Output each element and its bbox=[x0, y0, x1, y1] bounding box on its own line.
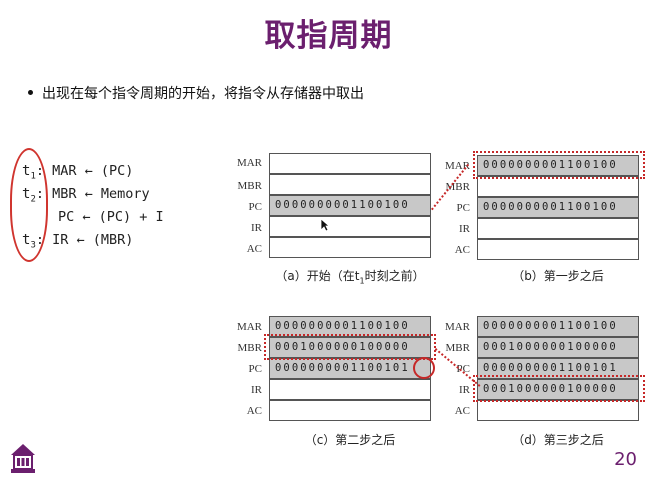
register-mar bbox=[269, 153, 431, 174]
register-mar: 0000000001100100 bbox=[477, 155, 639, 176]
label-mar: MAR bbox=[444, 321, 470, 333]
caption-d: （d）第三步之后 bbox=[512, 433, 604, 447]
label-mar: MAR bbox=[236, 157, 262, 169]
register-ac bbox=[269, 237, 431, 258]
university-logo-icon bbox=[11, 444, 35, 473]
register-mbr: 0001000000100000 bbox=[269, 337, 431, 358]
register-pc: 0000000001100101 bbox=[477, 358, 639, 379]
register-mbr bbox=[477, 176, 639, 197]
register-mbr bbox=[269, 174, 431, 195]
register-ac bbox=[269, 400, 431, 421]
label-ac: AC bbox=[454, 244, 470, 256]
register-ir bbox=[269, 216, 431, 237]
register-pc: 0000000001100100 bbox=[477, 197, 639, 218]
register-mar: 0000000001100100 bbox=[269, 316, 431, 337]
label-ac: AC bbox=[246, 405, 262, 417]
register-pc: 0000000001100100 bbox=[269, 195, 431, 216]
label-mbr: MBR bbox=[445, 181, 470, 193]
page-number: 20 bbox=[614, 449, 637, 470]
highlight-box-ir bbox=[473, 375, 645, 402]
code-line-1: t1: MAR ← (PC) bbox=[22, 163, 134, 182]
label-ir: IR bbox=[251, 222, 262, 234]
register-ir bbox=[477, 218, 639, 239]
label-mbr: MBR bbox=[445, 342, 470, 354]
bullet-dot-icon bbox=[28, 89, 33, 95]
register-ir bbox=[269, 379, 431, 400]
slide-title: 取指周期 bbox=[264, 18, 393, 54]
register-mar: 0000000001100100 bbox=[477, 316, 639, 337]
register-ac bbox=[477, 400, 639, 421]
label-pc: PC bbox=[456, 202, 470, 214]
label-ir: IR bbox=[251, 384, 262, 396]
register-pc: 0000000001100101 bbox=[269, 358, 431, 379]
code-line-3: PC ← (PC) + I bbox=[58, 209, 164, 225]
label-mar: MAR bbox=[236, 321, 262, 333]
bullet-point: 出现在每个指令周期的开始，将指令从存储器中取出 bbox=[28, 83, 364, 103]
mouse-cursor-icon bbox=[320, 218, 330, 232]
register-ir: 0001000000100000 bbox=[477, 379, 639, 400]
bullet-text: 出现在每个指令周期的开始，将指令从存储器中取出 bbox=[42, 86, 364, 102]
highlight-circle-pc bbox=[413, 357, 435, 379]
label-pc: PC bbox=[456, 363, 470, 375]
label-mbr: MBR bbox=[237, 342, 262, 354]
caption-b: （b）第一步之后 bbox=[512, 269, 604, 283]
register-mbr: 0001000000100000 bbox=[477, 337, 639, 358]
highlight-box-mbr bbox=[264, 334, 436, 360]
label-pc: PC bbox=[248, 201, 262, 213]
label-ac: AC bbox=[246, 243, 262, 255]
label-mar: MAR bbox=[444, 160, 470, 172]
label-pc: PC bbox=[248, 363, 262, 375]
label-ir: IR bbox=[459, 384, 470, 396]
register-ac bbox=[477, 239, 639, 260]
annotation-oval bbox=[10, 148, 48, 262]
caption-c: （c）第二步之后 bbox=[304, 433, 396, 447]
label-mbr: MBR bbox=[237, 180, 262, 192]
label-ac: AC bbox=[454, 405, 470, 417]
code-line-2: t2: MBR ← Memory bbox=[22, 186, 150, 205]
highlight-box-mar bbox=[473, 151, 645, 179]
caption-a: （a）开始（在t1时刻之前） bbox=[275, 269, 425, 286]
label-ir: IR bbox=[459, 223, 470, 235]
